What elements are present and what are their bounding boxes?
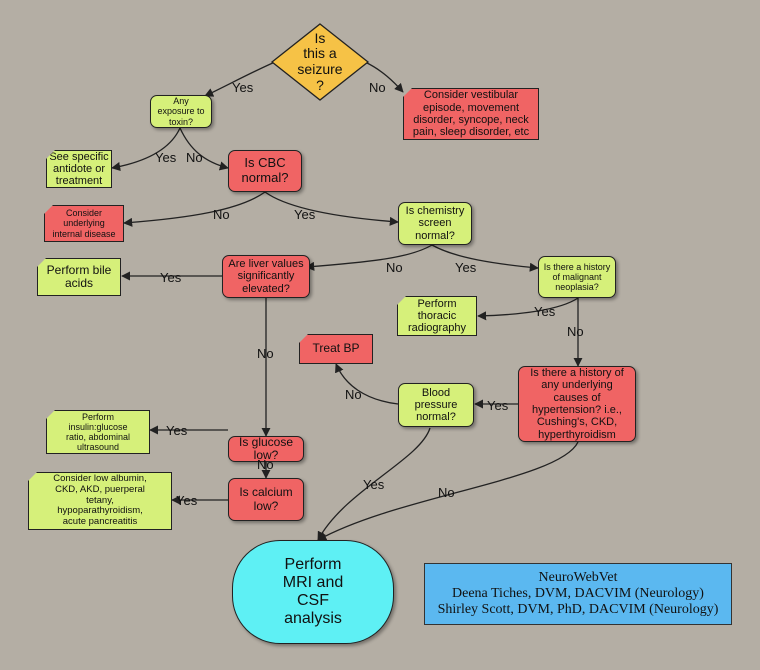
label-no-bp-treatbp: No [345, 387, 362, 402]
label-no-cbc-internal: No [213, 207, 230, 222]
edge-bp-mri [317, 427, 431, 541]
credit-org: NeuroWebVet [538, 569, 618, 585]
edge-cbc-internal [123, 191, 266, 227]
edge-chemistry-liver [305, 244, 433, 271]
label-no-seizure-consider: No [369, 80, 386, 95]
label-no-glucose-calcium: No [257, 457, 274, 472]
node-cbc: Is CBC normal? [228, 150, 302, 192]
node-mri: Perform MRI and CSF analysis [232, 540, 394, 644]
edge-bp-treatbp [335, 363, 399, 405]
label-yes-seizure-toxin: Yes [232, 80, 254, 95]
label-yes-glucose-insulin: Yes [166, 423, 188, 438]
node-calcium: Is calcium low? [228, 478, 304, 521]
start-diamond [270, 23, 370, 101]
credit-author-2: Shirley Scott, DVM, PhD, DACVIM (Neurolo… [437, 602, 719, 618]
edge-malignant-thoracic [477, 297, 579, 321]
label-yes-bp-mri: Yes [363, 477, 385, 492]
edge-seizure-toxin [204, 61, 276, 97]
node-liver: Are liver values significantly elevated? [222, 255, 310, 298]
node-consider-vestibular: Consider vestibular episode, movement di… [403, 88, 539, 140]
node-is-seizure: Is this a seizure ? [297, 29, 343, 93]
edge-cbc-chemistry [264, 191, 399, 226]
edge-toxin-cbc [179, 127, 229, 171]
label-yes-toxin-antidote: Yes [155, 150, 177, 165]
label-no-toxin-cbc: No [186, 150, 203, 165]
node-internal-disease: Consider underlying internal disease [44, 205, 124, 242]
label-yes-liver-bile: Yes [160, 270, 182, 285]
node-toxin: Any exposure to toxin? [150, 95, 212, 128]
label-yes-chemistry-malignant: Yes [455, 260, 477, 275]
node-low-albumin: Consider low albumin, CKD, AKD, puerpera… [28, 472, 172, 530]
credit-box: NeuroWebVet Deena Tiches, DVM, DACVIM (N… [424, 563, 732, 625]
label-no-chemistry-liver: No [386, 260, 403, 275]
node-insulin: Perform insulin:glucose ratio, abdominal… [46, 410, 150, 454]
credit-author-1: Deena Tiches, DVM, DACVIM (Neurology) [452, 585, 704, 601]
node-bile-acids: Perform bile acids [37, 258, 121, 296]
node-treat-bp: Treat BP [299, 334, 373, 364]
edge-toxin-antidote [111, 127, 181, 172]
edge-seizure-consider [364, 61, 404, 93]
label-no-hypertension-mri: No [438, 485, 455, 500]
node-thoracic: Perform thoracic radiography [397, 296, 477, 336]
label-yes-hypertension-bp: Yes [487, 398, 509, 413]
node-chemistry: Is chemistry screen normal? [398, 202, 472, 245]
label-yes-calcium-albumin: Yes [176, 493, 198, 508]
node-antidote: See specific antidote or treatment [46, 150, 112, 188]
edge-hypertension-mri [317, 441, 579, 541]
node-bp-normal: Blood pressure normal? [398, 383, 474, 427]
edge-chemistry-malignant [431, 244, 539, 272]
node-hypertension: Is there a history of any underlying cau… [518, 366, 636, 442]
label-no-malignant-hypertension: No [567, 324, 584, 339]
node-malignant: Is there a history of malignant neoplasi… [538, 256, 616, 298]
node-glucose: Is glucose low? [228, 435, 304, 462]
label-yes-cbc-chemistry: Yes [294, 207, 316, 222]
label-no-liver-glucose: No [257, 346, 274, 361]
label-yes-malignant-thoracic: Yes [534, 304, 556, 319]
